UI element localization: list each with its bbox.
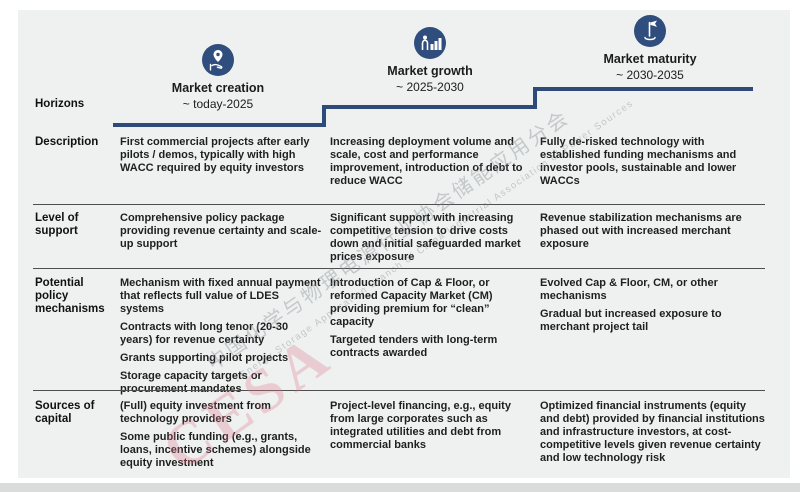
- description-market-creation: First commercial projects after early pi…: [120, 136, 322, 180]
- growth-bar-chart-icon: [414, 27, 446, 59]
- cell-text: Comprehensive policy package providing r…: [120, 212, 322, 250]
- support-market-maturity: Revenue stabilization mechanisms are pha…: [540, 212, 765, 256]
- capital-market-creation: (Full) equity investment from technology…: [120, 400, 322, 475]
- row-divider: [33, 204, 765, 205]
- maturity-flag-icon: [634, 15, 666, 47]
- support-market-growth: Significant support with increasing comp…: [330, 212, 530, 269]
- policy-market-maturity: Evolved Cap & Floor, CM, or other mechan…: [540, 277, 765, 339]
- capital-market-growth: Project-level financing, e.g., equity fr…: [330, 400, 530, 457]
- cell-text: Storage capacity targets or procurement …: [120, 370, 262, 395]
- phase-period: ~ 2030-2035: [616, 68, 684, 82]
- row-divider: [33, 390, 765, 391]
- description-market-growth: Increasing deployment volume and scale, …: [330, 136, 530, 193]
- cell-text: Evolved Cap & Floor, CM, or other mechan…: [540, 277, 718, 302]
- cell-text: Targeted tenders with long-term contract…: [330, 334, 498, 359]
- cell-text: Project-level financing, e.g., equity fr…: [330, 400, 511, 451]
- row-label-potential-policy-mechanisms: Potential policy mechanisms: [35, 277, 105, 315]
- phase-title: Market creation: [171, 81, 265, 95]
- phase-market-creation: Market creation ~ today-2025: [118, 44, 318, 112]
- cell-text: Grants supporting pilot projects: [120, 352, 289, 364]
- cell-text: First commercial projects after early pi…: [120, 136, 310, 174]
- support-market-creation: Comprehensive policy package providing r…: [120, 212, 322, 256]
- cell-text: Revenue stabilization mechanisms are pha…: [540, 212, 742, 250]
- phase-period: ~ today-2025: [182, 97, 254, 111]
- phase-market-growth: Market growth ~ 2025-2030: [330, 27, 530, 95]
- cell-text: Mechanism with fixed annual payment that…: [120, 277, 321, 315]
- row-label-sources-of-capital: Sources of capital: [35, 400, 95, 425]
- cell-text: Significant support with increasing comp…: [330, 212, 521, 263]
- cell-text: Some public funding (e.g., grants, loans…: [120, 431, 311, 469]
- bottom-grey-bar: [0, 483, 800, 492]
- row-divider: [33, 268, 765, 269]
- cell-text: Optimized financial instruments (equity …: [540, 400, 765, 464]
- phase-market-maturity: Market maturity ~ 2030-2035: [550, 15, 750, 83]
- phase-period: ~ 2025-2030: [396, 80, 464, 94]
- policy-market-growth: Introduction of Cap & Floor, or reformed…: [330, 277, 530, 365]
- cell-text: Increasing deployment volume and scale, …: [330, 136, 523, 187]
- row-label-horizons: Horizons: [35, 98, 85, 110]
- row-label-level-of-support: Level of support: [35, 212, 79, 237]
- cell-text: Contracts with long tenor (20-30 years) …: [120, 321, 289, 346]
- cell-text: (Full) equity investment from technology…: [120, 400, 271, 425]
- policy-market-creation: Mechanism with fixed annual payment that…: [120, 277, 322, 401]
- phase-title: Market growth: [387, 64, 473, 78]
- capital-market-maturity: Optimized financial instruments (equity …: [540, 400, 765, 470]
- cell-text: Introduction of Cap & Floor, or reformed…: [330, 277, 493, 328]
- hand-location-pin-icon: [202, 44, 234, 76]
- cell-text: Fully de-risked technology with establis…: [540, 136, 737, 187]
- phase-title: Market maturity: [603, 52, 697, 66]
- description-market-maturity: Fully de-risked technology with establis…: [540, 136, 765, 193]
- cell-text: Gradual but increased exposure to mercha…: [540, 308, 722, 333]
- row-label-description: Description: [35, 136, 99, 148]
